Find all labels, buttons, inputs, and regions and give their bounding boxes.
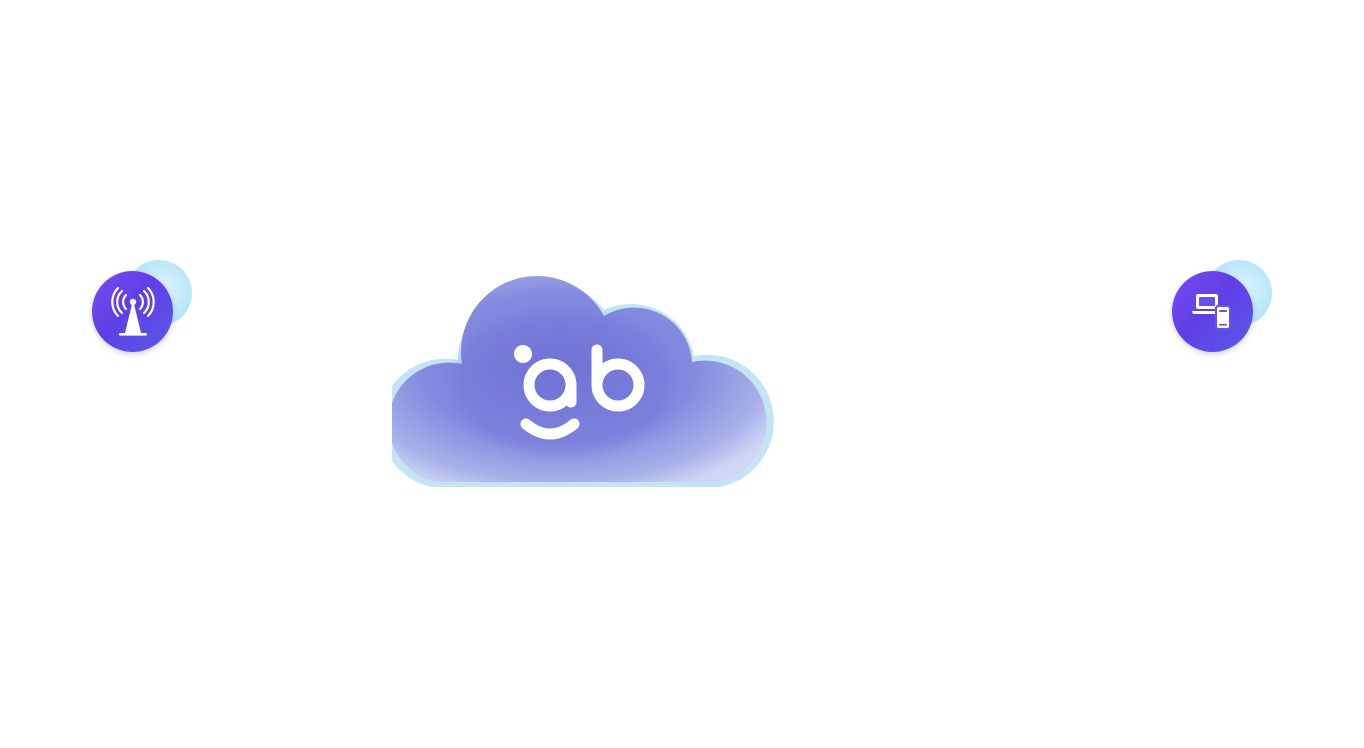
devices-node [1168, 256, 1278, 356]
devices-icon [1189, 288, 1237, 336]
cloud-icon [392, 244, 778, 494]
gb-logo-icon [508, 340, 658, 446]
antenna-badge [92, 271, 173, 352]
devices-badge [1172, 271, 1253, 352]
central-cloud [392, 244, 778, 494]
antenna-node [88, 256, 198, 356]
antenna-tower-icon [110, 286, 155, 338]
